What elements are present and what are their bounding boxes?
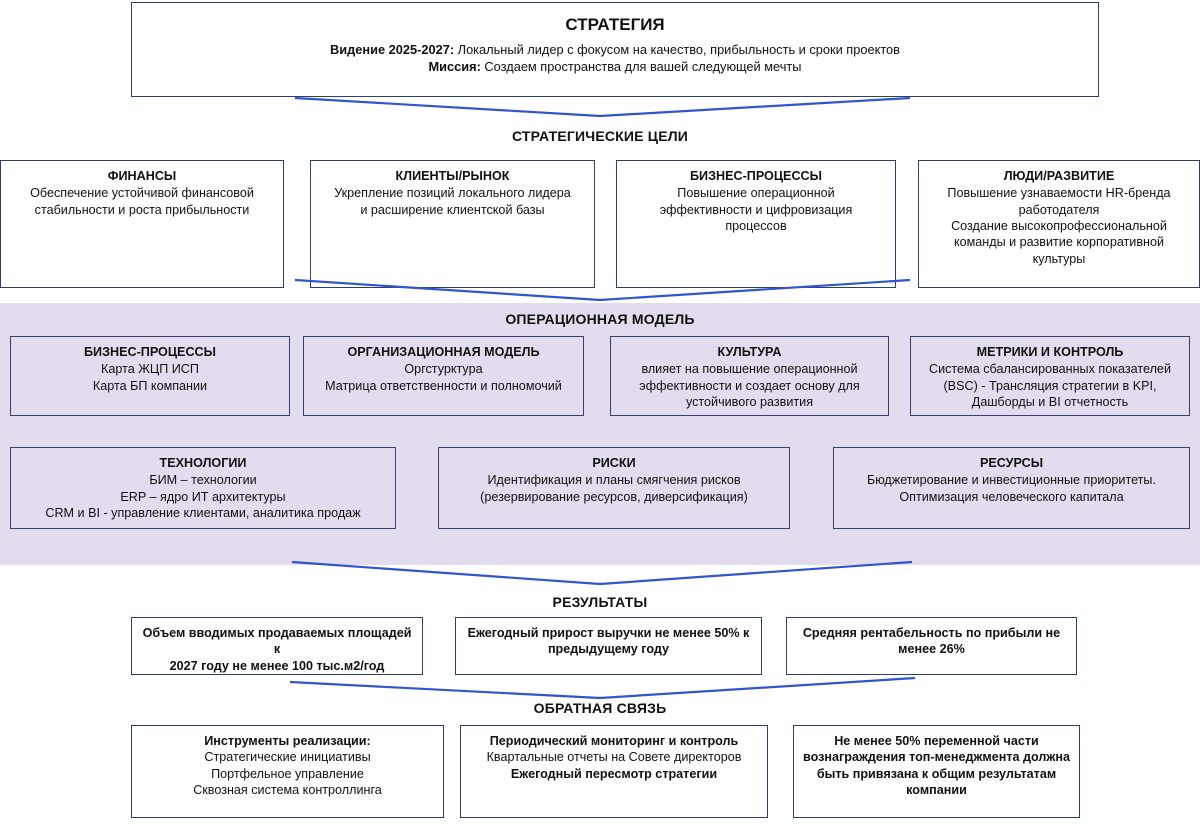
op-line: Карта БП компании <box>92 378 208 393</box>
goal-box-clients: КЛИЕНТЫ/РЫНОК Укрепление позиций локальн… <box>310 160 595 288</box>
result-line: Объем вводимых продаваемых площадей к <box>142 626 412 657</box>
op-line: эффективности и создает основу для <box>639 378 860 393</box>
op-title: РИСКИ <box>592 456 636 470</box>
feedback-line: Стратегические инициативы <box>204 750 371 765</box>
goal-line: стабильности и роста прибыльности <box>34 202 250 217</box>
feedback-line: вознаграждения топ-менеджмента должна <box>803 750 1070 765</box>
strategy-vision: Видение 2025-2027: Локальный лидер с фок… <box>132 42 1098 57</box>
op-line: БИМ – технологии <box>149 473 257 488</box>
goal-box-people: ЛЮДИ/РАЗВИТИЕ Повышение узнаваемости HR-… <box>918 160 1200 288</box>
feedback-box-monitoring-control: Периодический мониторинг и контроль Квар… <box>460 725 768 818</box>
op-line: Матрица ответственности и полномочий <box>325 378 562 393</box>
op-box-resources: РЕСУРСЫ Бюджетирование и инвестиционные … <box>833 447 1190 529</box>
result-line: Средняя рентабельность по прибыли не <box>802 626 1061 640</box>
goal-title: ФИНАНСЫ <box>107 169 177 183</box>
op-title: БИЗНЕС-ПРОЦЕССЫ <box>84 345 216 359</box>
goals-section-label: СТРАТЕГИЧЕСКИЕ ЦЕЛИ <box>511 128 689 144</box>
goal-line: работодателя <box>1018 202 1100 217</box>
goal-line: эффективности и цифровизация <box>659 202 853 217</box>
op-title: ТЕХНОЛОГИИ <box>159 456 247 470</box>
feedback-line: Портфельное управление <box>211 766 364 781</box>
op-line: Оргстурктура <box>404 362 483 377</box>
goal-line: Создание высокопрофессиональной <box>951 219 1167 234</box>
result-line: 2027 году не менее 100 тыс.м2/год <box>169 658 385 673</box>
feedback-line: Сквозная система контроллинга <box>193 783 382 798</box>
op-box-business-processes: БИЗНЕС-ПРОЦЕССЫ Карта ЖЦП ИСП Карта БП к… <box>10 336 290 416</box>
feedback-box-remuneration: Не менее 50% переменной части вознагражд… <box>793 725 1080 818</box>
result-box-profitability: Средняя рентабельность по прибыли не мен… <box>786 617 1077 675</box>
op-line: ERP – ядро ИТ архитектуры <box>120 489 286 504</box>
op-line: Карта ЖЦП ИСП <box>101 362 199 377</box>
goal-box-finance: ФИНАНСЫ Обеспечение устойчивой финансово… <box>0 160 284 288</box>
goal-title: КЛИЕНТЫ/РЫНОК <box>395 169 510 183</box>
strategy-mission-key: Миссия: <box>428 59 481 74</box>
result-line: предыдущему году <box>547 642 670 657</box>
goal-box-business-processes: БИЗНЕС-ПРОЦЕССЫ Повышение операционной э… <box>616 160 896 288</box>
strategy-title: СТРАТЕГИЯ <box>565 15 665 34</box>
goal-line: Обеспечение устойчивой финансовой <box>30 186 254 201</box>
op-box-risks: РИСКИ Идентификация и планы смягчения ри… <box>438 447 790 529</box>
op-line: Оптимизация человеческого капитала <box>899 489 1124 504</box>
feedback-line: быть привязана к общим результатам <box>816 766 1057 781</box>
results-section-label: РЕЗУЛЬТАТЫ <box>552 594 648 610</box>
operating-model-label: ОПЕРАЦИОННАЯ МОДЕЛЬ <box>505 311 695 327</box>
feedback-section-label: ОБРАТНАЯ СВЯЗЬ <box>533 700 667 716</box>
op-box-metrics-control: МЕТРИКИ И КОНТРОЛЬ Система сбалансирован… <box>910 336 1190 416</box>
op-line: (резервирование ресурсов, диверсификация… <box>480 489 748 504</box>
goal-line: команды и развитие корпоративной <box>953 235 1165 250</box>
result-box-revenue-growth: Ежегодный прирост выручки не менее 50% к… <box>455 617 762 675</box>
goal-title: ЛЮДИ/РАЗВИТИЕ <box>1003 169 1115 183</box>
goal-line: Повышение узнаваемости HR-бренда <box>947 186 1171 201</box>
feedback-line: Ежегодный пересмотр стратегии <box>510 766 718 781</box>
connector-strategy-to-goals <box>294 96 911 118</box>
op-line: влияет на повышение операционной <box>641 362 858 377</box>
strategy-mission: Миссия: Создаем пространства для вашей с… <box>132 59 1098 74</box>
goal-line: Укрепление позиций локального лидера <box>334 186 571 201</box>
feedback-line: компании <box>906 783 967 798</box>
strategy-vision-text: Локальный лидер с фокусом на качество, п… <box>454 42 900 57</box>
feedback-line: Квартальные отчеты на Совете директоров <box>486 750 742 765</box>
goal-title: БИЗНЕС-ПРОЦЕССЫ <box>690 169 822 183</box>
op-line: устойчивого развития <box>685 395 814 410</box>
feedback-line: Не менее 50% переменной части <box>834 734 1039 748</box>
feedback-line: Периодический мониторинг и контроль <box>489 734 739 748</box>
op-box-organizational-model: ОРГАНИЗАЦИОННАЯ МОДЕЛЬ Оргстурктура Матр… <box>303 336 584 416</box>
result-line: Ежегодный прирост выручки не менее 50% к <box>467 626 750 640</box>
goal-line: процессов <box>725 219 787 234</box>
op-line: (BSC) - Трансляция стратегии в KPI, <box>943 378 1157 393</box>
op-line: Бюджетирование и инвестиционные приорите… <box>867 473 1156 488</box>
goal-line: Повышение операционной <box>677 186 835 201</box>
result-box-area-volume: Объем вводимых продаваемых площадей к 20… <box>131 617 423 675</box>
op-line: Идентификация и планы смягчения рисков <box>487 473 741 488</box>
op-line: Система сбалансированных показателей <box>929 362 1171 377</box>
result-line: менее 26% <box>898 642 965 657</box>
op-box-technologies: ТЕХНОЛОГИИ БИМ – технологии ERP – ядро И… <box>10 447 396 529</box>
strategy-header-box: СТРАТЕГИЯ Видение 2025-2027: Локальный л… <box>131 2 1099 97</box>
strategy-vision-key: Видение 2025-2027: <box>330 42 455 57</box>
op-line: CRM и BI - управление клиентами, аналити… <box>45 506 361 521</box>
op-title: ОРГАНИЗАЦИОННАЯ МОДЕЛЬ <box>347 345 540 359</box>
feedback-line: Инструменты реализации: <box>204 734 371 748</box>
op-line: Дашборды и BI отчетность <box>971 395 1129 410</box>
goal-line: культуры <box>1032 251 1086 266</box>
op-box-culture: КУЛЬТУРА влияет на повышение операционно… <box>610 336 889 416</box>
strategy-mission-text: Создаем пространства для вашей следующей… <box>480 59 802 74</box>
op-title: РЕСУРСЫ <box>979 456 1044 470</box>
feedback-box-implementation-tools: Инструменты реализации: Стратегические и… <box>131 725 444 818</box>
op-title: КУЛЬТУРА <box>717 345 782 359</box>
op-title: МЕТРИКИ И КОНТРОЛЬ <box>976 345 1124 359</box>
goal-line: и расширение клиентской базы <box>360 202 545 217</box>
